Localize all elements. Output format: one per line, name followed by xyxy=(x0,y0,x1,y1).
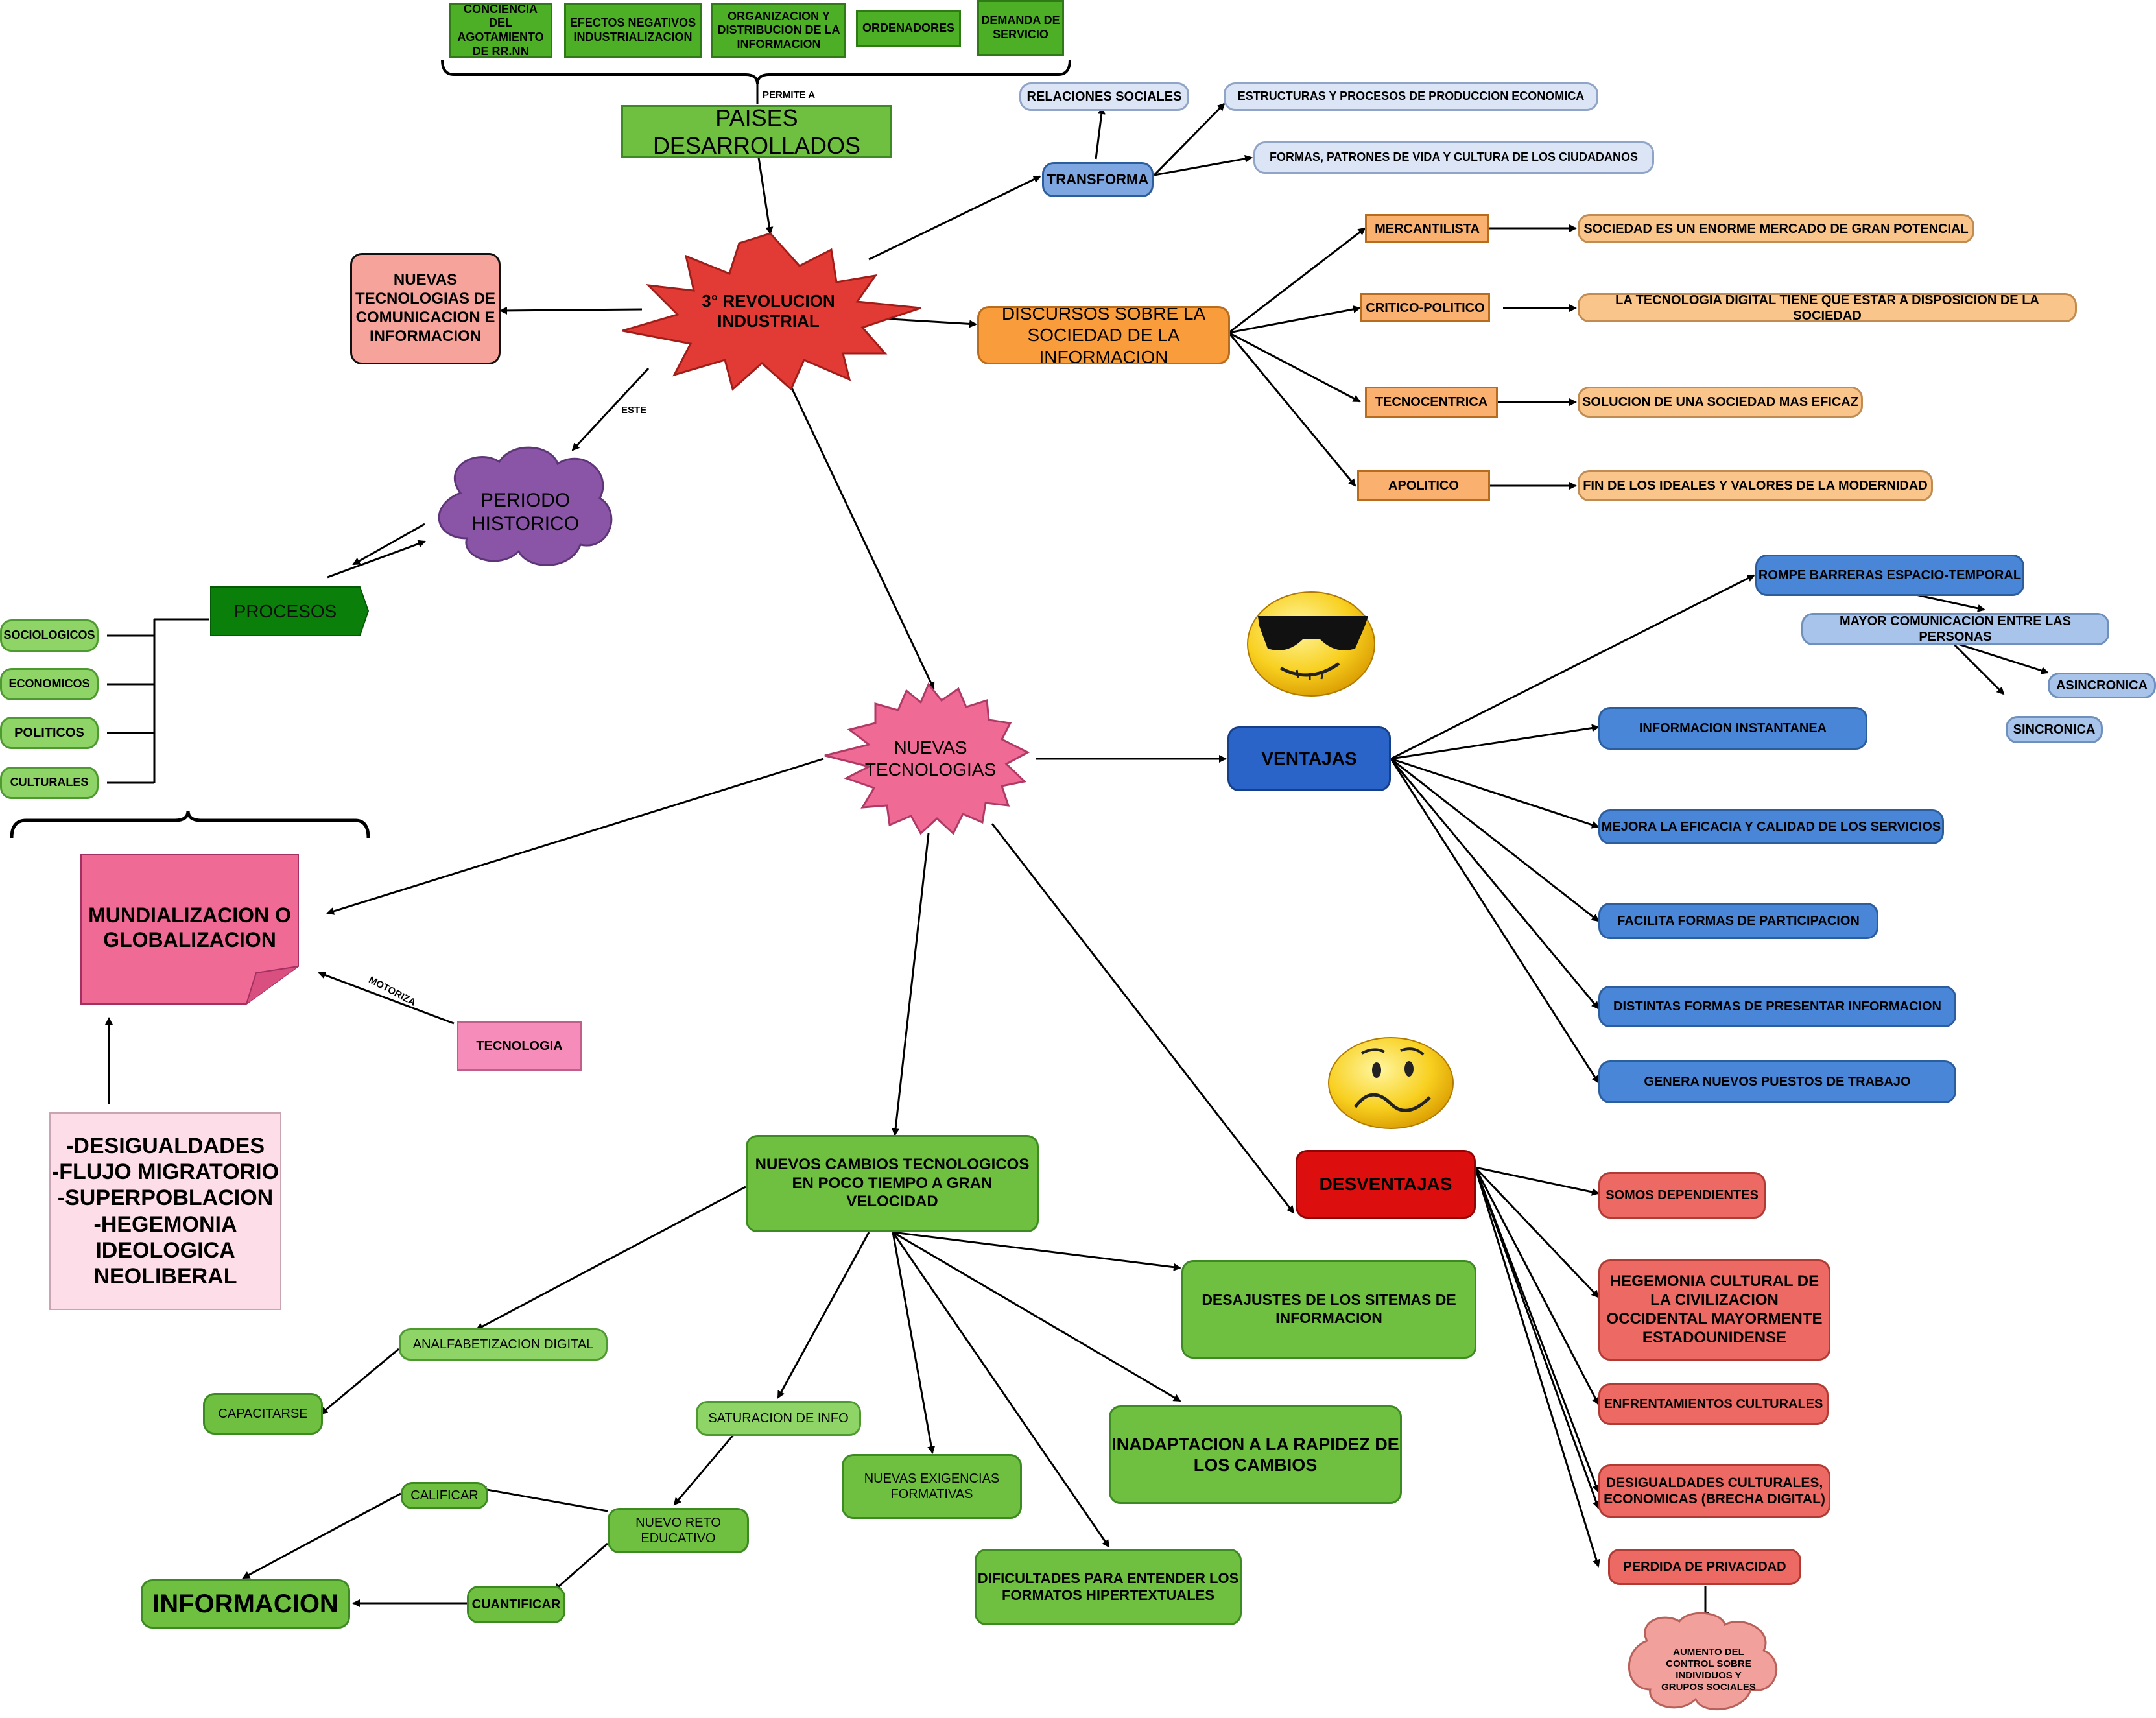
discurso-mercantilista: MERCANTILISTA xyxy=(1365,214,1489,243)
nuevas-tecnologias-label: NUEVAS TECNOLOGIAS xyxy=(864,737,997,780)
informacion-box: INFORMACION xyxy=(141,1579,350,1629)
consecuencia-superpoblacion: -SUPERPOBLACION xyxy=(57,1186,274,1211)
ventaja-rompe-barreras: ROMPE BARRERAS ESPACIO-TEMPORAL xyxy=(1755,555,2024,596)
mundializacion-label: MUNDIALIZACION O GLOBALIZACION xyxy=(88,903,291,951)
consecuencias-box: -DESIGUALDADES -FLUJO MIGRATORIO -SUPERP… xyxy=(49,1112,281,1310)
analfabetizacion-box: ANALFABETIZACION DIGITAL xyxy=(399,1328,608,1361)
este-label: ESTE xyxy=(621,405,647,416)
calificar-box: CALIFICAR xyxy=(401,1482,488,1509)
desventajas-box: DESVENTAJAS xyxy=(1296,1150,1476,1219)
inadaptacion-box: INADAPTACION A LA RAPIDEZ DE LOS CAMBIOS xyxy=(1109,1405,1402,1504)
procesos-tag xyxy=(210,586,370,636)
estructuras-produccion: ESTRUCTURAS Y PROCESOS DE PRODUCCION ECO… xyxy=(1224,82,1598,111)
nuevo-reto-box: NUEVO RETO EDUCATIVO xyxy=(608,1508,749,1553)
top-box-organizacion: ORGANIZACION Y DISTRIBUCION DE LA INFORM… xyxy=(711,3,846,58)
control-cloud xyxy=(1628,1612,1778,1711)
proceso-politicos: POLITICOS xyxy=(0,717,99,749)
worried-emoji-icon xyxy=(1328,1037,1454,1129)
formas-patrones: FORMAS, PATRONES DE VIDA Y CULTURA DE LO… xyxy=(1253,141,1654,174)
desventaja-privacidad: PERDIDA DE PRIVACIDAD xyxy=(1608,1549,1801,1585)
discurso-tecnocentrica-desc: SOLUCION DE UNA SOCIEDAD MAS EFICAZ xyxy=(1578,387,1863,418)
periodo-label: PERIODO HISTORICO xyxy=(471,490,580,534)
dificultades-box: DIFICULTADES PARA ENTENDER LOS FORMATOS … xyxy=(975,1549,1242,1625)
tecnologia-box: TECNOLOGIA xyxy=(457,1021,582,1071)
transforma-box: TRANSFORMA xyxy=(1042,162,1154,197)
discurso-critico-desc: LA TECNOLOGIA DIGITAL TIENE QUE ESTAR A … xyxy=(1578,293,2077,322)
discursos-box: DISCURSOS SOBRE LA SOCIEDAD DE LA INFORM… xyxy=(977,306,1230,364)
nuevas-tecnologias-starburst xyxy=(824,682,1030,835)
proceso-culturales: CULTURALES xyxy=(0,767,99,799)
ventaja-facilita-participacion: FACILITA FORMAS DE PARTICIPACION xyxy=(1598,903,1878,939)
consecuencia-flujo: -FLUJO MIGRATORIO xyxy=(51,1160,279,1185)
capacitarse-box: CAPACITARSE xyxy=(203,1393,323,1435)
top-box-efectos: EFECTOS NEGATIVOS INDUSTRIALIZACION xyxy=(564,3,702,58)
consecuencia-hegemonia: -HEGEMONIA IDEOLOGICA NEOLIBERAL xyxy=(93,1211,237,1289)
desajustes-box: DESAJUSTES DE LOS SITEMAS DE INFORMACION xyxy=(1181,1260,1476,1359)
cool-sunglasses-emoji-icon xyxy=(1247,591,1375,697)
periodo-cloud xyxy=(438,446,613,566)
desventaja-enfrentamientos: ENFRENTAMIENTOS CULTURALES xyxy=(1598,1383,1829,1425)
proceso-economicos: ECONOMICOS xyxy=(0,668,99,700)
cambios-box: NUEVOS CAMBIOS TECNOLOGICOS EN POCO TIEM… xyxy=(746,1135,1039,1232)
top-box-conciencia: CONCIENCIA DEL AGOTAMIENTO DE RR.NN xyxy=(449,3,552,58)
consecuencia-desigualdades: -DESIGUALDADES xyxy=(65,1134,265,1159)
procesos-label: PROCESOS xyxy=(233,601,337,622)
exigencias-box: NUEVAS EXIGENCIAS FORMATIVAS xyxy=(842,1454,1022,1519)
ventaja-genera-puestos: GENERA NUEVOS PUESTOS DE TRABAJO xyxy=(1598,1060,1956,1103)
desventaja-desigualdades: DESIGUALDADES CULTURALES, ECONOMICAS (BR… xyxy=(1598,1464,1830,1518)
desventaja-dependientes: SOMOS DEPENDIENTES xyxy=(1598,1172,1766,1219)
discurso-critico: CRITICO-POLITICO xyxy=(1360,293,1490,322)
ventaja-mayor-comunicacion: MAYOR COMUNICACION ENTRE LAS PERSONAS xyxy=(1801,613,2109,645)
revolucion-label: 3° REVOLUCION INDUSTRIAL xyxy=(702,291,835,331)
ventaja-distintas-formas: DISTINTAS FORMAS DE PRESENTAR INFORMACIO… xyxy=(1598,986,1956,1027)
discurso-apolitico: APOLITICO xyxy=(1357,470,1490,501)
ventajas-box: VENTAJAS xyxy=(1227,726,1391,791)
discurso-apolitico-desc: FIN DE LOS IDEALES Y VALORES DE LA MODER… xyxy=(1578,470,1933,501)
top-box-demanda: DEMANDA DE SERVICIO xyxy=(977,0,1064,56)
paises-desarrollados: PAISES DESARROLLADOS xyxy=(621,105,892,158)
discurso-mercantilista-desc: SOCIEDAD ES UN ENORME MERCADO DE GRAN PO… xyxy=(1578,214,1974,243)
ventaja-sincronica: SINCRONICA xyxy=(2006,716,2103,743)
ventaja-asincronica: ASINCRONICA xyxy=(2048,673,2156,698)
discurso-tecnocentrica: TECNOCENTRICA xyxy=(1365,387,1498,418)
proceso-sociologicos: SOCIOLOGICOS xyxy=(0,619,99,652)
revolucion-starburst xyxy=(622,232,921,391)
desventaja-hegemonia: HEGEMONIA CULTURAL DE LA CIVILIZACION OC… xyxy=(1598,1259,1830,1361)
relaciones-sociales: RELACIONES SOCIALES xyxy=(1019,82,1189,111)
ventaja-mejora-eficacia: MEJORA LA EFICACIA Y CALIDAD DE LOS SERV… xyxy=(1598,809,1944,844)
ventaja-informacion-instantanea: INFORMACION INSTANTANEA xyxy=(1598,707,1867,750)
permite-label: PERMITE A xyxy=(763,89,816,101)
nuevas-tic-box: NUEVAS TECNOLOGIAS DE COMUNICACION E INF… xyxy=(350,253,501,364)
cuantificar-box: CUANTIFICAR xyxy=(467,1586,565,1623)
aumento-control-label: AUMENTO DEL CONTROL SOBRE INDIVIDUOS Y G… xyxy=(1661,1647,1756,1693)
saturacion-box: SATURACION DE INFO xyxy=(696,1401,861,1436)
top-box-ordenadores: ORDENADORES xyxy=(856,10,961,47)
